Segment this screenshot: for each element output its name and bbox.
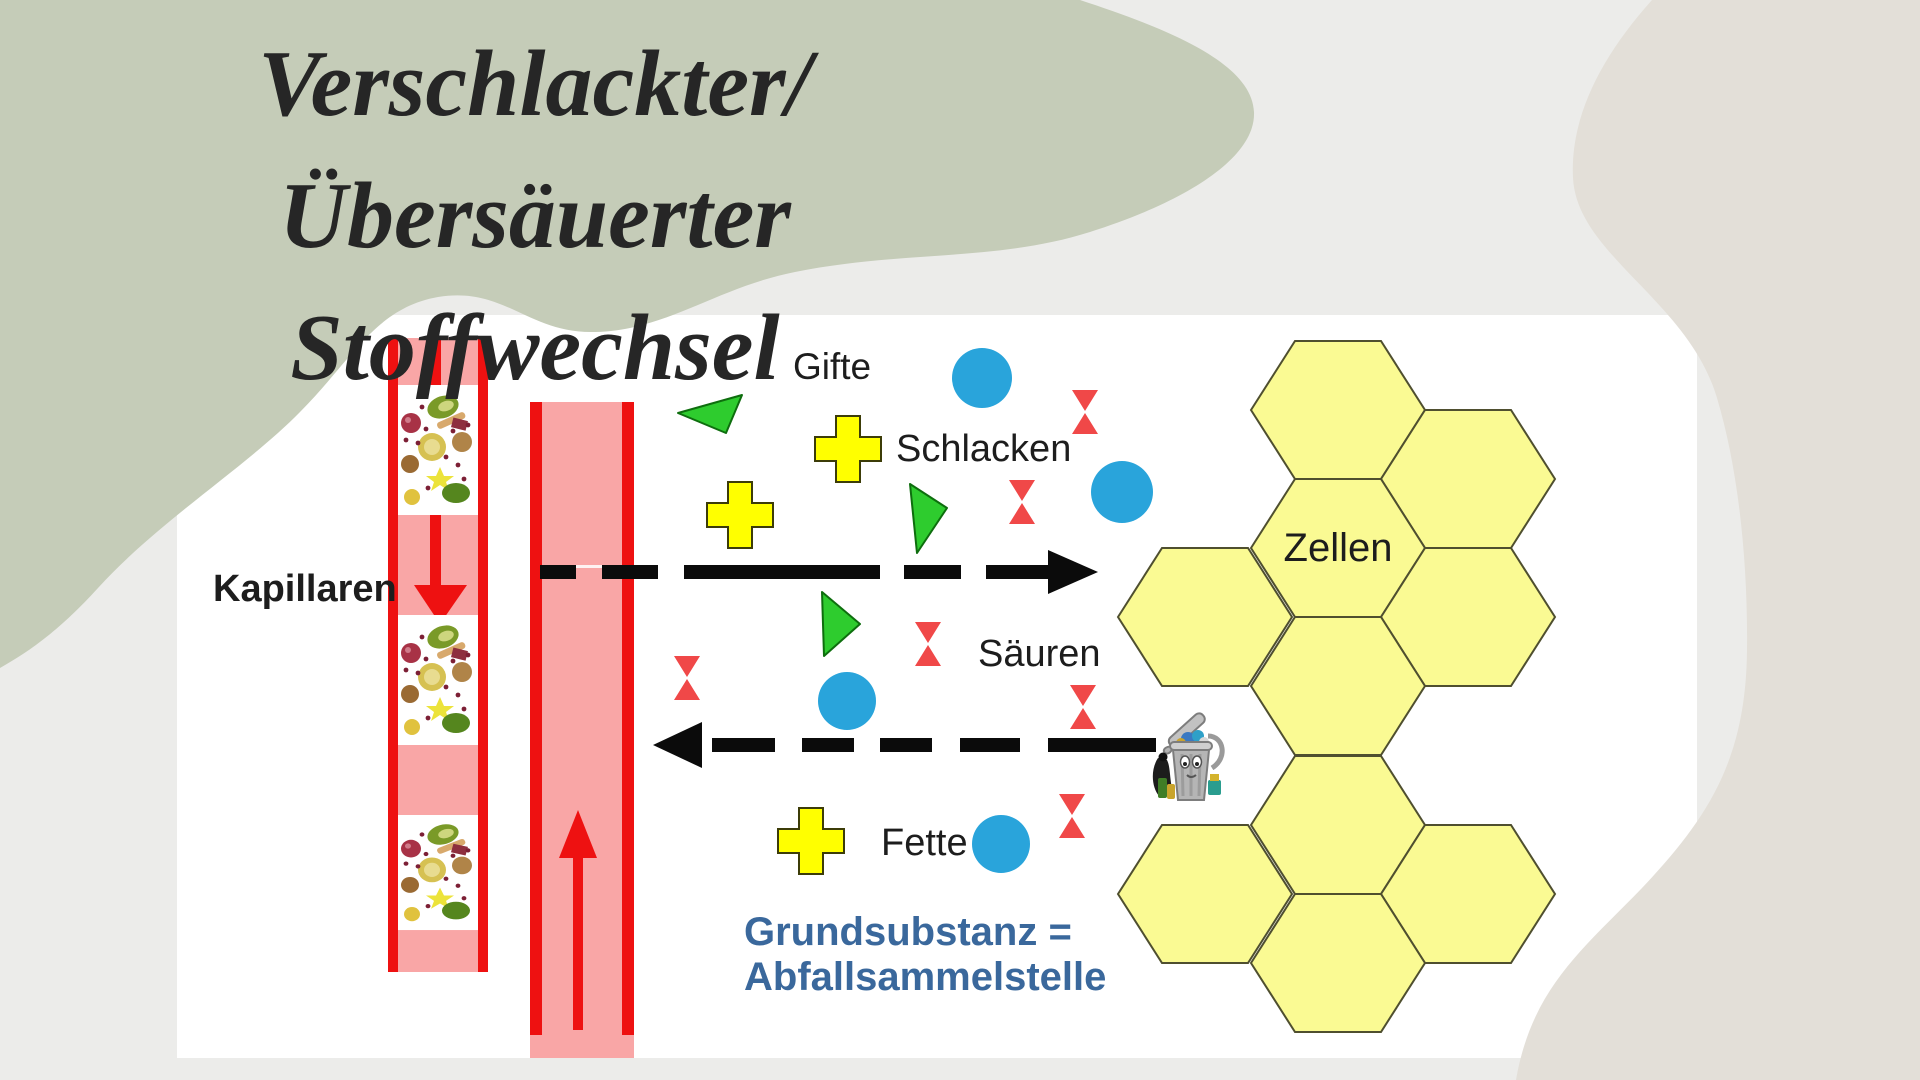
ground-substance-line2: Abfallsammelstelle — [744, 955, 1107, 999]
green-triangle-icon — [677, 394, 743, 434]
cells-label: Zellen — [1283, 526, 1393, 570]
slide-title-line2: Stoffwechsel — [290, 296, 780, 400]
ground-substance-label: Grundsubstanz = Abfallsammelstelle — [744, 910, 1106, 1000]
blue-circle-icon — [1091, 461, 1153, 523]
green-blob-decoration — [0, 0, 1255, 668]
toxins-label: Gifte — [793, 346, 872, 387]
capillary-tube-right — [530, 402, 634, 1058]
slide-title-line1: Verschlackter/Übersäuerter — [258, 32, 812, 268]
green-triangle-icon — [909, 483, 948, 554]
food-collage-image — [398, 815, 478, 931]
transport-arrow-left-icon — [653, 722, 1156, 768]
blue-circle-icon — [972, 815, 1030, 873]
trash-can-icon — [1152, 712, 1225, 801]
food-collage-image — [398, 615, 478, 745]
acids-label: Säuren — [978, 633, 1101, 675]
transport-arrow-right-icon — [540, 550, 1098, 594]
capillary-tube-left — [388, 338, 488, 972]
slide-title: Verschlackter/Übersäuerter Stoffwechsel — [10, 18, 1060, 414]
capillaries-label: Kapillaren — [213, 568, 397, 610]
green-triangle-icon — [821, 591, 861, 657]
blood-flow-up-arrow-icon — [559, 810, 597, 1030]
fats-label: Fette — [881, 822, 968, 864]
blue-circle-icon — [818, 672, 876, 730]
ground-substance-line1: Grundsubstanz = — [744, 910, 1072, 954]
beige-blob-decoration — [1516, 0, 1920, 1080]
slags-label: Schlacken — [896, 428, 1072, 470]
blue-circle-icon — [952, 348, 1012, 408]
